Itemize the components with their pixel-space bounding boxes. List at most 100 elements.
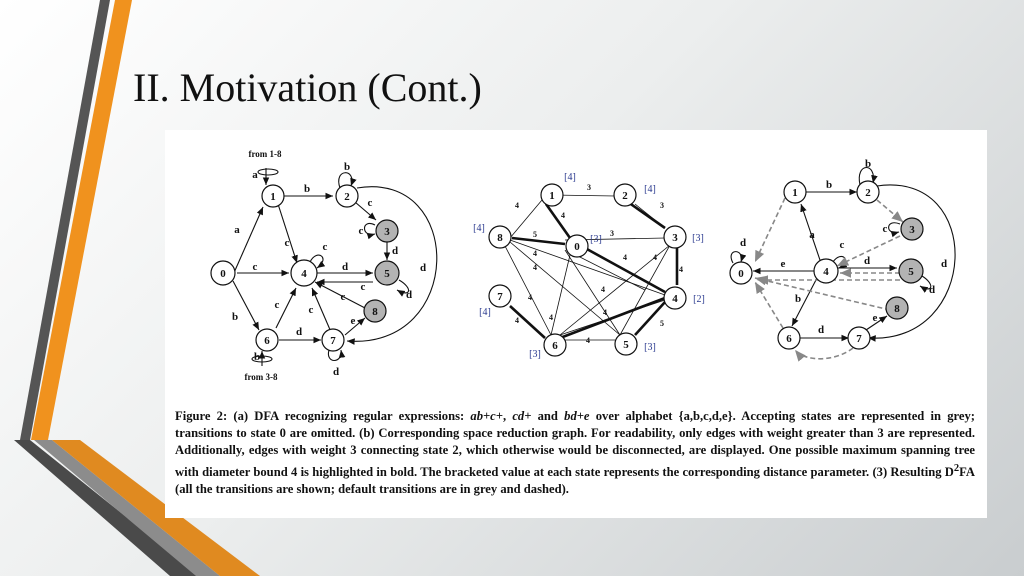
reduction-graph-labels: 1 2 0 3 8 4 7 6 5 (497, 190, 678, 352)
distance-state-8: [4] (473, 223, 485, 234)
caption-mid: and (531, 409, 565, 423)
distance-state-4: [2] (693, 294, 705, 305)
weight-8-4: 4 (533, 249, 537, 258)
weight-4-5: 5 (660, 319, 664, 328)
caption-regex-3: bd+e (564, 409, 590, 423)
dfa-label-d-27: d (420, 262, 426, 274)
weight-0-4: 4 (623, 253, 627, 262)
weight-6-5: 4 (586, 336, 590, 345)
slide-title: II. Motivation (Cont.) (133, 65, 482, 110)
figure-caption: Figure 2: (a) DFA recognizing regular ex… (175, 408, 975, 498)
graph-state-0 (565, 234, 589, 258)
d2fa-label-8: 8 (894, 303, 900, 315)
dfa-edge-8-4 (314, 281, 366, 309)
d2fa-label-3: 3 (909, 224, 915, 236)
d2fa-state-labels: 1 2 3 0 4 5 8 6 7 (738, 187, 915, 345)
d2fa-loop-3 (888, 222, 901, 238)
d2fa-state-6 (777, 326, 801, 350)
d2fa-edge-4-1 (800, 203, 823, 267)
dfa-state-4 (290, 259, 318, 287)
dfa-state-0 (210, 260, 236, 286)
d2fa-label-b-loop: b (865, 158, 871, 170)
dfa-loop-3 (363, 222, 376, 240)
d2fa-state-1 (783, 180, 807, 204)
reduction-graph (504, 194, 679, 341)
caption-body: over alphabet {a,b,c,d,e}. Accepting sta… (175, 409, 975, 479)
dfa-from-top: from 1-8 (248, 149, 282, 159)
dfa-label-a-in: a (252, 169, 258, 181)
dfa-state-label-5: 5 (384, 268, 390, 280)
weight-3-4: 4 (679, 265, 683, 274)
d2fa-edge-4-6 (791, 277, 818, 327)
dfa-edge-7-8 (344, 317, 366, 336)
caption-lead: Figure 2: (a) DFA recognizing regular ex… (175, 409, 471, 423)
distance-state-5: [3] (644, 342, 656, 353)
d2fa-edge-2-7 (867, 184, 956, 342)
dfa-edge-2-7 (346, 186, 438, 345)
dfa-label-c-loop3: c (359, 225, 364, 237)
distance-state-2: [4] (644, 184, 656, 195)
d2fa-default-7-6 (794, 347, 854, 362)
dfa-loop-4 (309, 254, 326, 269)
d2fa-label-b-12: b (826, 179, 832, 191)
weight-3-6: 4 (653, 253, 657, 262)
weight-6-4: 4 (603, 308, 607, 317)
d2fa-label-6: 6 (786, 333, 792, 345)
graph-state-1 (540, 183, 564, 207)
dfa-state-2 (335, 184, 359, 208)
dfa-incoming-top-ring (257, 168, 279, 176)
dfa-diagram (232, 168, 438, 366)
dfa-label-c-14: c (285, 237, 290, 249)
distance-state-7: [4] (479, 307, 491, 318)
d2fa-default-3-4 (836, 235, 901, 267)
caption-tail: FA (all the transitions are shown; defau… (175, 464, 975, 496)
weight-6-0: 4 (549, 313, 553, 322)
d2fa-label-0: 0 (738, 268, 744, 280)
dfa-edge-7-4 (311, 287, 332, 333)
dfa-loop-5 (396, 279, 410, 297)
graph-label-1: 1 (549, 190, 555, 202)
dfa-edge-0-1 (232, 206, 264, 276)
d2fa-default-1-0 (754, 197, 786, 263)
d2fa-label-d-67: d (818, 324, 824, 336)
dfa-states (210, 184, 400, 352)
dfa-loop-2 (338, 172, 357, 189)
graph-label-5: 5 (623, 339, 629, 351)
d2fa-default-2-3 (876, 199, 904, 223)
dfa-label-c-84: c (341, 291, 346, 303)
dfa-label-c-23: c (368, 197, 373, 209)
d2fa-label-d-loop0: d (740, 237, 746, 249)
dfa-label-d-loop7: d (333, 366, 339, 378)
left-dark-stripe (20, 0, 110, 440)
dfa-state-5 (374, 260, 400, 286)
dfa-label-b-loop: b (344, 161, 350, 173)
d2fa-label-2: 2 (865, 187, 871, 199)
d2fa-state-5 (898, 258, 924, 284)
caption-regex-1: ab+c+ (470, 409, 503, 423)
weight-8-6: 4 (533, 263, 537, 272)
d2fa-label-b-46: b (795, 293, 801, 305)
graph-state-2 (613, 183, 637, 207)
graph-label-0: 0 (574, 241, 580, 253)
graph-label-3: 3 (672, 232, 678, 244)
graph-label-2: 2 (622, 190, 628, 202)
dfa-state-label-1: 1 (270, 191, 276, 203)
dfa-edge-2-3 (354, 201, 377, 221)
dfa-state-label-4: 4 (301, 268, 307, 280)
graph-label-8: 8 (497, 232, 503, 244)
dfa-edge-1-4 (277, 203, 298, 264)
d2fa-state-2 (856, 180, 880, 204)
weight-7-6: 4 (515, 316, 519, 325)
d2fa-label-e-40: e (781, 258, 786, 270)
d2fa-loop-5 (919, 275, 932, 293)
dfa-from-bottom: from 3-8 (244, 372, 278, 382)
graph-state-7 (488, 284, 512, 308)
dfa-state-label-3: 3 (384, 226, 390, 238)
weight-8-0: 5 (533, 230, 537, 239)
dfa-state-7 (321, 328, 345, 352)
caption-regex-2: cd+ (512, 409, 532, 423)
d2fa-label-1: 1 (792, 187, 798, 199)
distance-state-1: [4] (564, 172, 576, 183)
d2fa-label-c-loop3: c (883, 223, 888, 235)
